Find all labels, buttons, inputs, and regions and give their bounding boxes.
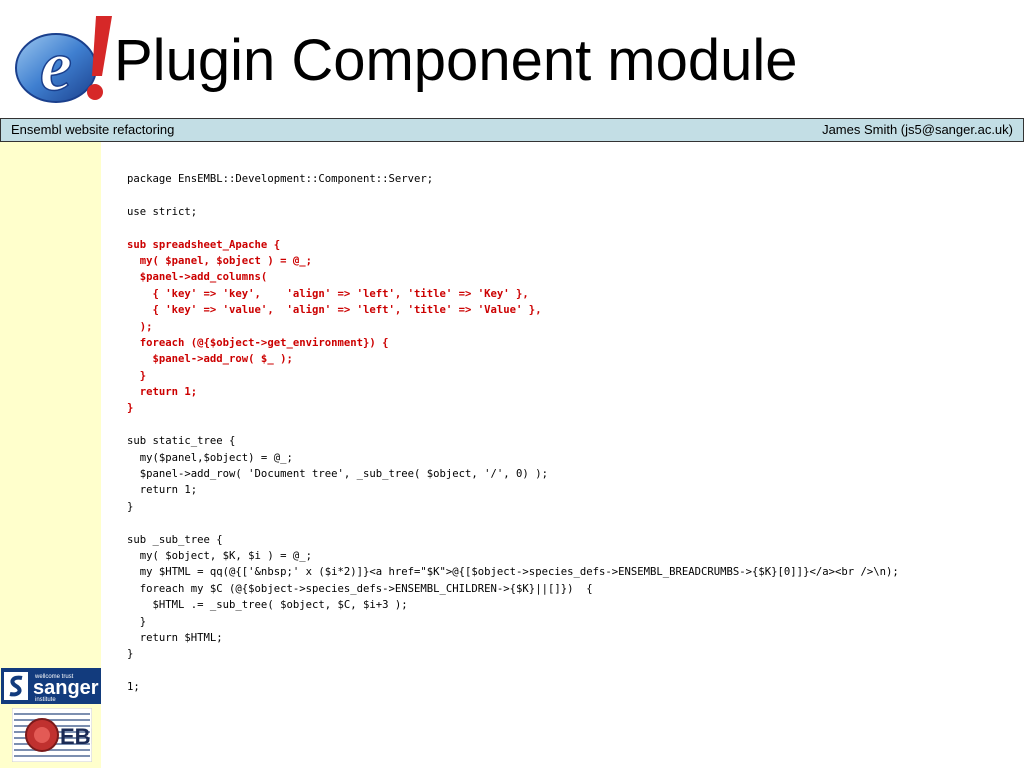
ebi-text: EBI	[60, 724, 92, 749]
svg-text:e: e	[40, 26, 72, 106]
code-line: }	[127, 369, 147, 382]
author-contact: James Smith (js5@sanger.ac.uk)	[822, 122, 1013, 137]
code-line: }	[127, 500, 134, 513]
code-line: foreach my $C (@{$object->species_defs->…	[127, 582, 593, 595]
code-line: my( $panel, $object ) = @_;	[127, 254, 312, 267]
code-line: sub spreadsheet_Apache {	[127, 238, 281, 251]
code-line: $panel->add_row( $_ );	[127, 353, 293, 366]
presentation-title: Ensembl website refactoring	[11, 122, 175, 137]
page-title: Plugin Component module	[114, 28, 798, 93]
code-block: package EnsEMBL::Development::Component:…	[127, 171, 899, 696]
code-line: { 'key' => 'value', 'align' => 'left', '…	[127, 304, 542, 317]
code-line: $panel->add_row( 'Document tree', _sub_t…	[127, 468, 548, 481]
code-line	[127, 515, 899, 531]
code-line: }	[127, 402, 134, 415]
code-line: package EnsEMBL::Development::Component:…	[127, 173, 434, 185]
code-line: }	[127, 648, 134, 661]
sanger-sub-text: institute	[35, 697, 56, 703]
code-line: my( $object, $K, $i ) = @_;	[127, 549, 312, 562]
sanger-logo: wellcome trust sanger institute	[1, 668, 101, 704]
code-line: my $HTML = qq(@{['&nbsp;' x ($i*2)]}<a h…	[127, 566, 899, 579]
slide-header: e Plugin Component module	[0, 0, 1024, 118]
code-line: }	[127, 615, 147, 628]
code-line	[127, 220, 899, 236]
code-line: );	[127, 320, 153, 333]
footer-bar: Ensembl website refactoring James Smith …	[0, 118, 1024, 142]
code-line: use strict;	[127, 205, 198, 218]
code-line: sub _sub_tree {	[127, 533, 223, 546]
sidebar-panel	[0, 142, 101, 768]
ebi-logo: EBI	[11, 707, 97, 763]
code-line: sub static_tree {	[127, 435, 236, 448]
code-line: return 1;	[127, 484, 198, 497]
code-line	[127, 663, 899, 679]
code-line: 1;	[127, 681, 140, 694]
code-line	[127, 187, 899, 203]
code-line: return $HTML;	[127, 631, 223, 644]
code-line: $HTML .= _sub_tree( $object, $C, $i+3 );	[127, 599, 408, 612]
code-line: foreach (@{$object->get_environment}) {	[127, 336, 389, 349]
code-line	[127, 417, 899, 433]
code-line: $panel->add_columns(	[127, 271, 268, 284]
code-line: my($panel,$object) = @_;	[127, 451, 293, 464]
code-line: return 1;	[127, 386, 198, 399]
sanger-main-text: sanger	[33, 677, 99, 699]
ensembl-logo: e	[15, 16, 112, 107]
sanger-top-text: wellcome trust	[34, 674, 74, 680]
code-line: { 'key' => 'key', 'align' => 'left', 'ti…	[127, 287, 529, 300]
